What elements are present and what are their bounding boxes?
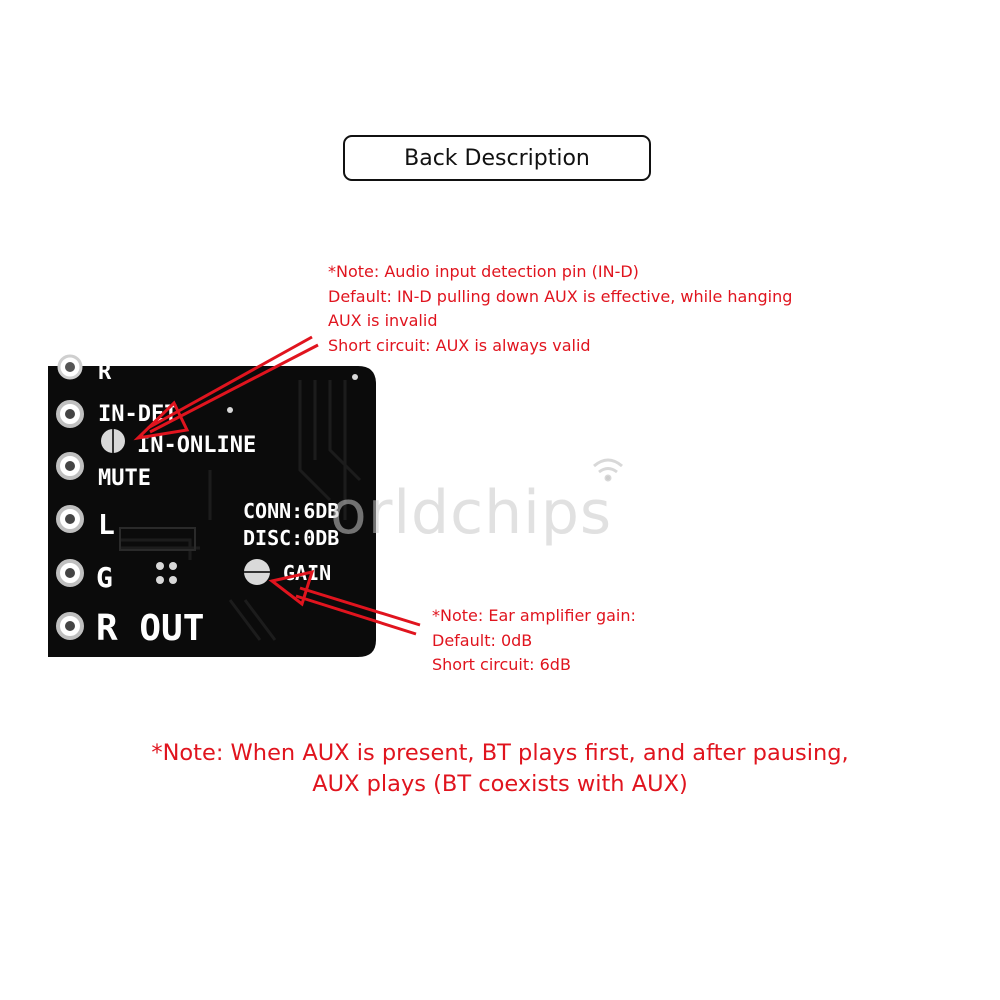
- label-g: G: [96, 561, 113, 594]
- label-conn: CONN:6DB: [243, 499, 339, 523]
- pin-pads: [56, 354, 84, 640]
- arrow-to-in-detect: [133, 335, 319, 441]
- note-line: AUX is invalid: [328, 311, 438, 330]
- vias: [156, 374, 358, 584]
- note-line: Short circuit: AUX is always valid: [328, 335, 591, 355]
- pcb-board: [48, 366, 376, 657]
- audio-detect-note: *Note: Audio input detection pin (IN-D) …: [328, 260, 792, 358]
- component-outline: [119, 527, 196, 551]
- note-line: Short circuit: 6dB: [432, 655, 571, 674]
- page-title: Back Description: [404, 145, 590, 171]
- footer-line: *Note: When AUX is present, BT plays fir…: [151, 740, 849, 766]
- title-box: Back Description: [343, 135, 651, 181]
- pcb-traces: [120, 380, 362, 641]
- label-disc: DISC:0DB: [243, 526, 339, 550]
- label-mute: MUTE: [98, 466, 151, 491]
- note-line: Default: 0dB: [432, 630, 533, 650]
- note-line: Default: IN-D pulling down AUX is effect…: [328, 286, 793, 306]
- footer-line: AUX plays (BT coexists with AUX): [312, 771, 688, 797]
- gain-note: *Note: Ear amplifier gain: Default: 0dB …: [432, 604, 636, 678]
- gain-jumper: [244, 559, 270, 585]
- in-detect-jumper: [101, 429, 125, 453]
- footer-note: *Note: When AUX is present, BT plays fir…: [0, 738, 1000, 800]
- label-l: L: [98, 508, 115, 541]
- note-line: *Note: Audio input detection pin (IN-D): [328, 262, 639, 281]
- label-r-out: R OUT: [96, 608, 204, 649]
- label-in-online: IN-ONLINE: [137, 433, 256, 458]
- arrow-to-gain: [268, 569, 421, 636]
- wifi-icon: [593, 458, 623, 482]
- label-r-top: R: [98, 360, 112, 385]
- watermark: orldchips: [330, 478, 613, 548]
- note-line: *Note: Ear amplifier gain:: [432, 606, 636, 625]
